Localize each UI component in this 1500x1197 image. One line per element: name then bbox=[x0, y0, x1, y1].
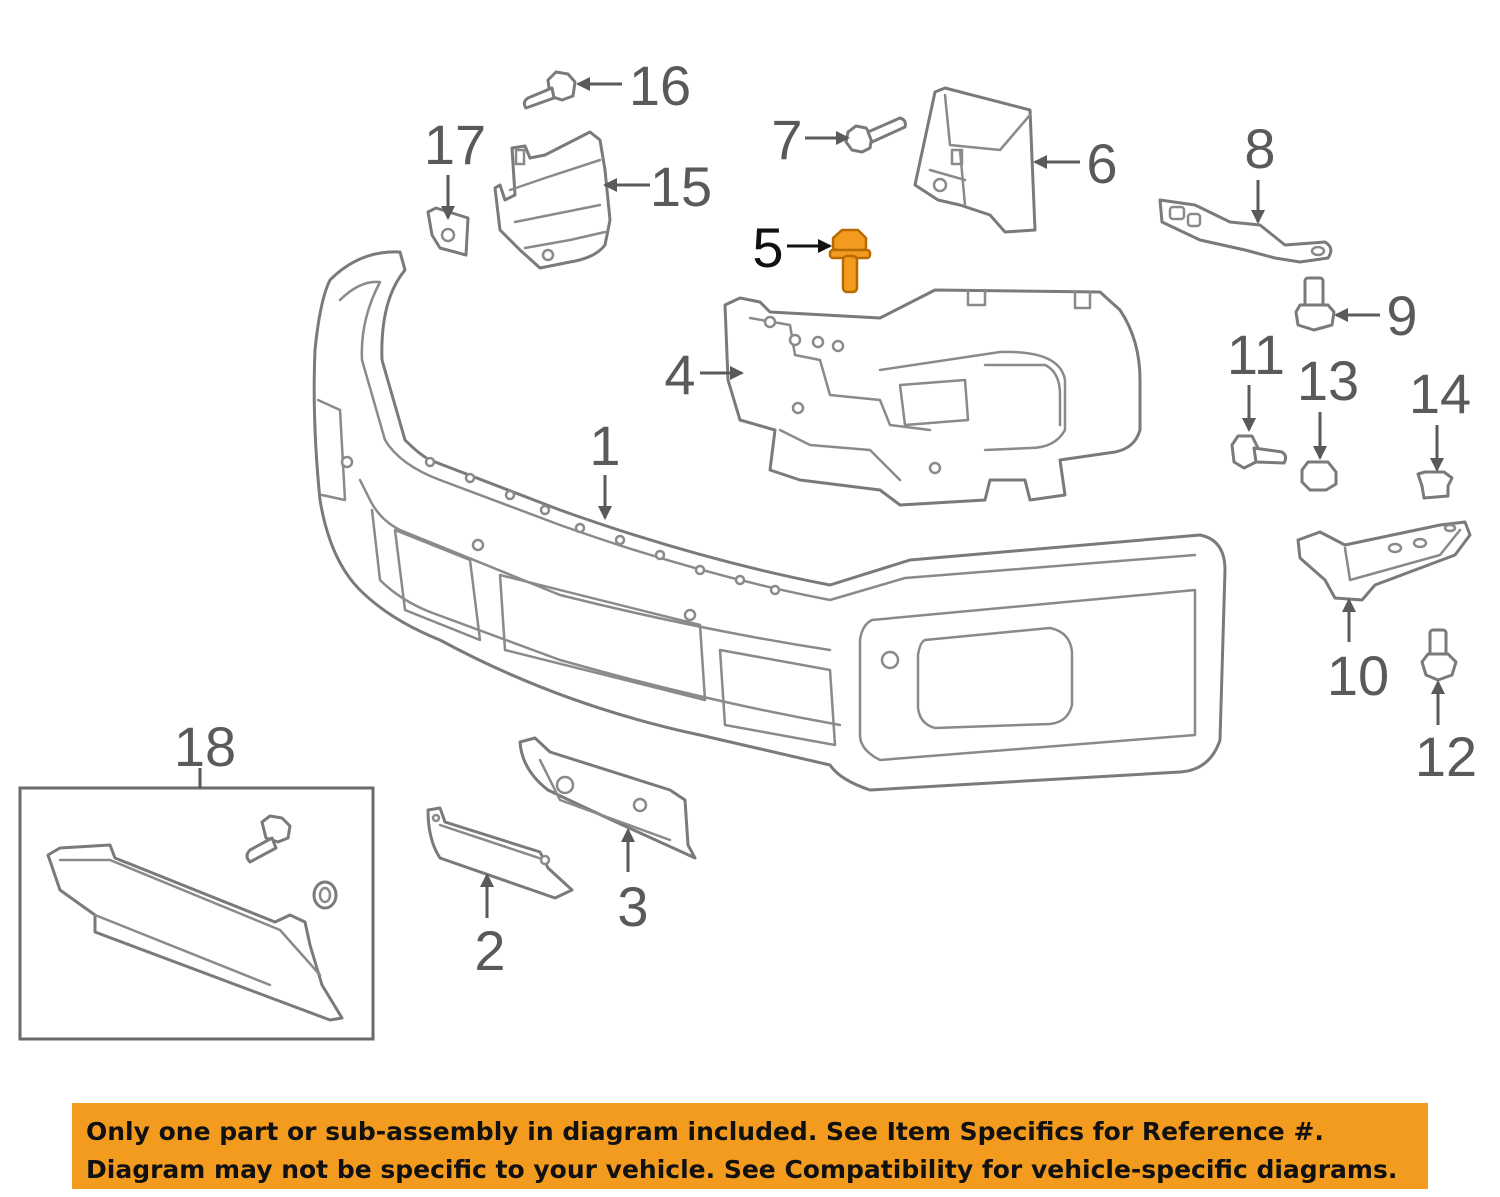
callout-10: 10 bbox=[1327, 644, 1389, 707]
callout-9: 9 bbox=[1386, 284, 1417, 347]
disclaimer-banner-bg bbox=[72, 1103, 1428, 1189]
callout-14: 14 bbox=[1409, 362, 1471, 425]
inset-kit-18 bbox=[18, 786, 375, 1041]
callout-15: 15 bbox=[650, 155, 712, 218]
disclaimer-banner: Only one part or sub-assembly in diagram… bbox=[72, 1103, 1428, 1189]
bumper-face-bar bbox=[312, 250, 1227, 792]
callout-11: 11 bbox=[1227, 323, 1285, 386]
bolt-11 bbox=[1230, 434, 1288, 470]
nut-14 bbox=[1416, 470, 1454, 500]
callout-3: 3 bbox=[617, 875, 648, 938]
bolt-12 bbox=[1420, 628, 1458, 682]
callout-8: 8 bbox=[1244, 117, 1275, 180]
callout-5: 5 bbox=[752, 216, 783, 279]
bracket-10 bbox=[1296, 520, 1472, 602]
callout-2: 2 bbox=[474, 919, 505, 982]
bracket-6 bbox=[913, 86, 1037, 234]
nut-13 bbox=[1300, 460, 1338, 492]
callout-16: 16 bbox=[629, 54, 691, 117]
bolt-7 bbox=[844, 116, 907, 154]
bolt-9 bbox=[1294, 276, 1336, 332]
bolt-16 bbox=[522, 70, 577, 110]
disclaimer-line-2: Diagram may not be specific to your vehi… bbox=[86, 1155, 1398, 1184]
callout-13: 13 bbox=[1297, 349, 1359, 412]
callout-6: 6 bbox=[1086, 132, 1117, 195]
lower-bracket-2 bbox=[426, 806, 574, 900]
lower-bracket-3 bbox=[518, 736, 697, 860]
callout-18: 18 bbox=[174, 715, 236, 778]
strap-8 bbox=[1158, 198, 1333, 264]
end-bracket-4 bbox=[723, 288, 1142, 507]
callout-1: 1 bbox=[589, 414, 620, 477]
callout-arrows bbox=[198, 77, 1445, 918]
callout-4: 4 bbox=[664, 343, 695, 406]
callout-17: 17 bbox=[424, 113, 486, 176]
callout-7: 7 bbox=[771, 108, 802, 171]
bolt-5-highlighted bbox=[828, 228, 872, 294]
clip-17 bbox=[426, 206, 470, 257]
disclaimer-line-1: Only one part or sub-assembly in diagram… bbox=[86, 1117, 1324, 1146]
callout-labels: 1 2 3 4 5 6 7 8 9 10 11 12 13 14 15 16 1… bbox=[174, 54, 1477, 982]
callout-12: 12 bbox=[1415, 725, 1477, 788]
bracket-15 bbox=[493, 130, 612, 270]
